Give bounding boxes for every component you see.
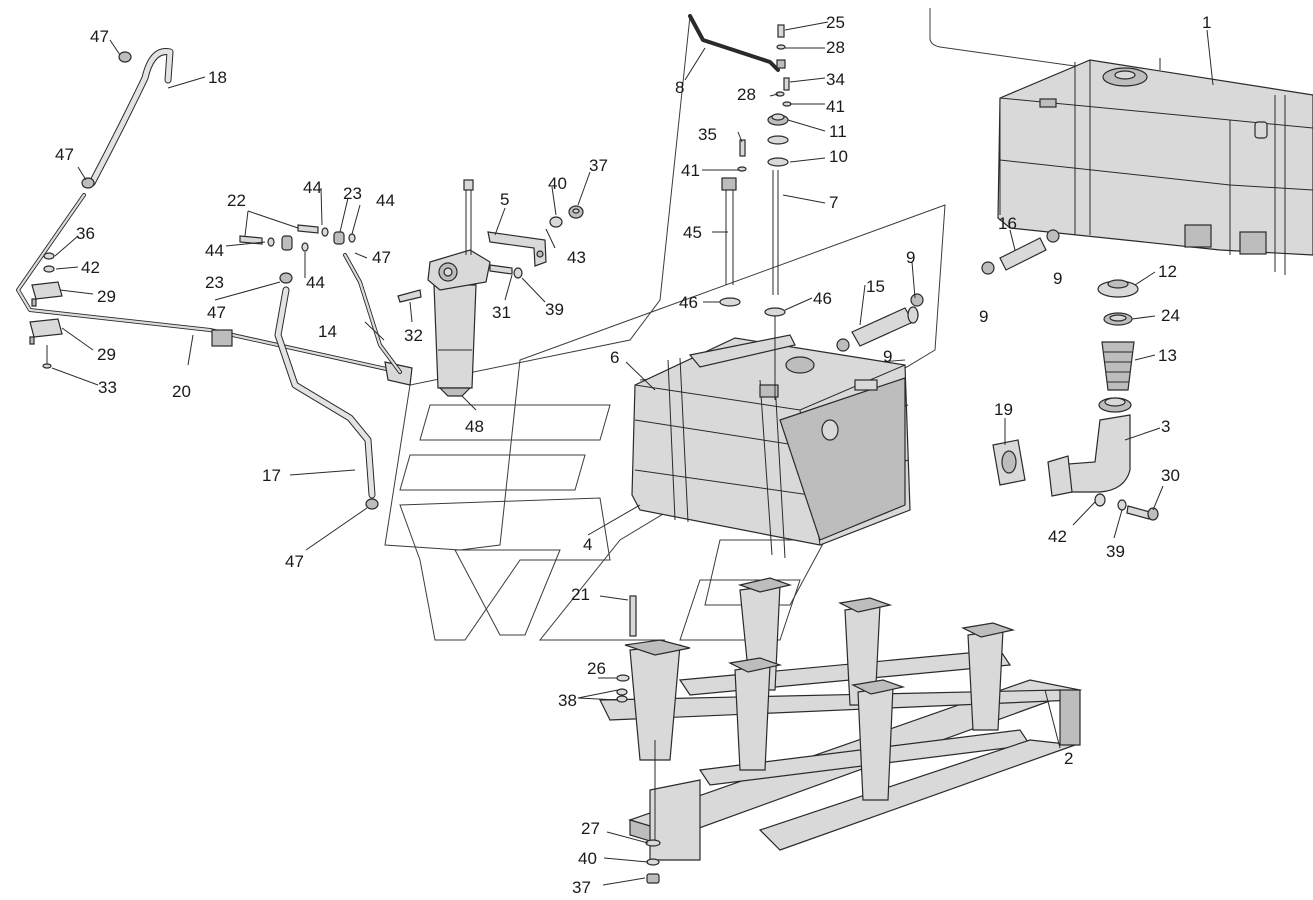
label-9c: 9 <box>979 307 988 326</box>
label-37a: 37 <box>589 156 608 175</box>
label-1: 1 <box>1202 13 1211 32</box>
fuel-tank-main <box>631 334 911 559</box>
label-41b: 41 <box>826 97 845 116</box>
label-12: 12 <box>1158 262 1177 281</box>
mounting-hardware <box>616 493 1159 884</box>
filter-bracket <box>487 231 547 267</box>
label-7: 7 <box>829 193 838 212</box>
label-46a: 46 <box>679 293 698 312</box>
label-27: 27 <box>581 819 600 838</box>
label-39a: 39 <box>545 300 564 319</box>
label-22: 22 <box>227 191 246 210</box>
label-23a: 23 <box>343 184 362 203</box>
suction-pipe-group <box>719 139 747 307</box>
label-24: 24 <box>1161 306 1180 325</box>
label-33: 33 <box>98 378 117 397</box>
label-39b: 39 <box>1106 542 1125 561</box>
label-29a: 29 <box>97 287 116 306</box>
label-16: 16 <box>998 214 1017 233</box>
label-10: 10 <box>829 147 848 166</box>
label-28a: 28 <box>826 38 845 57</box>
label-32: 32 <box>404 326 423 345</box>
label-48: 48 <box>465 417 484 436</box>
hoses-and-clamps <box>836 229 1060 352</box>
label-44c: 44 <box>205 241 224 260</box>
label-44d: 44 <box>306 273 325 292</box>
filler-neck <box>1047 397 1132 497</box>
label-11: 11 <box>829 122 847 141</box>
label-35: 35 <box>698 125 717 144</box>
label-26: 26 <box>587 659 606 678</box>
label-42b: 42 <box>1048 527 1067 546</box>
label-8: 8 <box>675 78 684 97</box>
label-2: 2 <box>1064 749 1073 768</box>
label-29b: 29 <box>97 345 116 364</box>
label-34: 34 <box>826 70 845 89</box>
label-45: 45 <box>683 223 702 242</box>
label-46b: 46 <box>813 289 832 308</box>
label-47d: 47 <box>207 303 226 322</box>
label-20: 20 <box>172 382 191 401</box>
label-47e: 47 <box>285 552 304 571</box>
label-31: 31 <box>492 303 511 322</box>
label-9a: 9 <box>906 248 915 267</box>
part-labels: 1 2 3 4 5 6 7 8 9 9 9 9 10 11 12 13 14 1… <box>55 13 1211 897</box>
label-9d: 9 <box>883 347 892 366</box>
tank-mounting-frame <box>599 577 1083 861</box>
filler-cap-group <box>1097 279 1139 391</box>
label-36: 36 <box>76 224 95 243</box>
label-9b: 9 <box>1053 269 1062 288</box>
label-4: 4 <box>583 535 592 554</box>
gasket <box>992 439 1026 486</box>
label-43: 43 <box>567 248 586 267</box>
label-28b: 28 <box>737 85 756 104</box>
fuel-filter <box>427 179 491 397</box>
label-30: 30 <box>1161 466 1180 485</box>
label-19: 19 <box>994 400 1013 419</box>
label-23b: 23 <box>205 273 224 292</box>
label-41a: 41 <box>681 161 700 180</box>
label-37b: 37 <box>572 878 591 897</box>
pipe-clamps <box>29 252 63 369</box>
label-47c: 47 <box>372 248 391 267</box>
fuel-tank-rear <box>929 8 1313 275</box>
label-13: 13 <box>1158 346 1177 365</box>
label-5: 5 <box>500 190 509 209</box>
fasteners <box>239 205 584 303</box>
label-40a: 40 <box>548 174 567 193</box>
label-18: 18 <box>208 68 227 87</box>
fuel-lines <box>16 48 413 510</box>
label-44b: 44 <box>376 191 395 210</box>
label-38: 38 <box>558 691 577 710</box>
label-15: 15 <box>866 277 885 296</box>
label-21: 21 <box>571 585 590 604</box>
label-47a: 47 <box>90 27 109 46</box>
label-44a: 44 <box>303 178 322 197</box>
label-6: 6 <box>610 348 619 367</box>
label-3: 3 <box>1161 417 1170 436</box>
label-42a: 42 <box>81 258 100 277</box>
label-25: 25 <box>826 13 845 32</box>
label-14: 14 <box>318 322 337 341</box>
label-17: 17 <box>262 466 281 485</box>
label-47b: 47 <box>55 145 74 164</box>
label-40b: 40 <box>578 849 597 868</box>
leader-lines <box>51 21 1214 886</box>
